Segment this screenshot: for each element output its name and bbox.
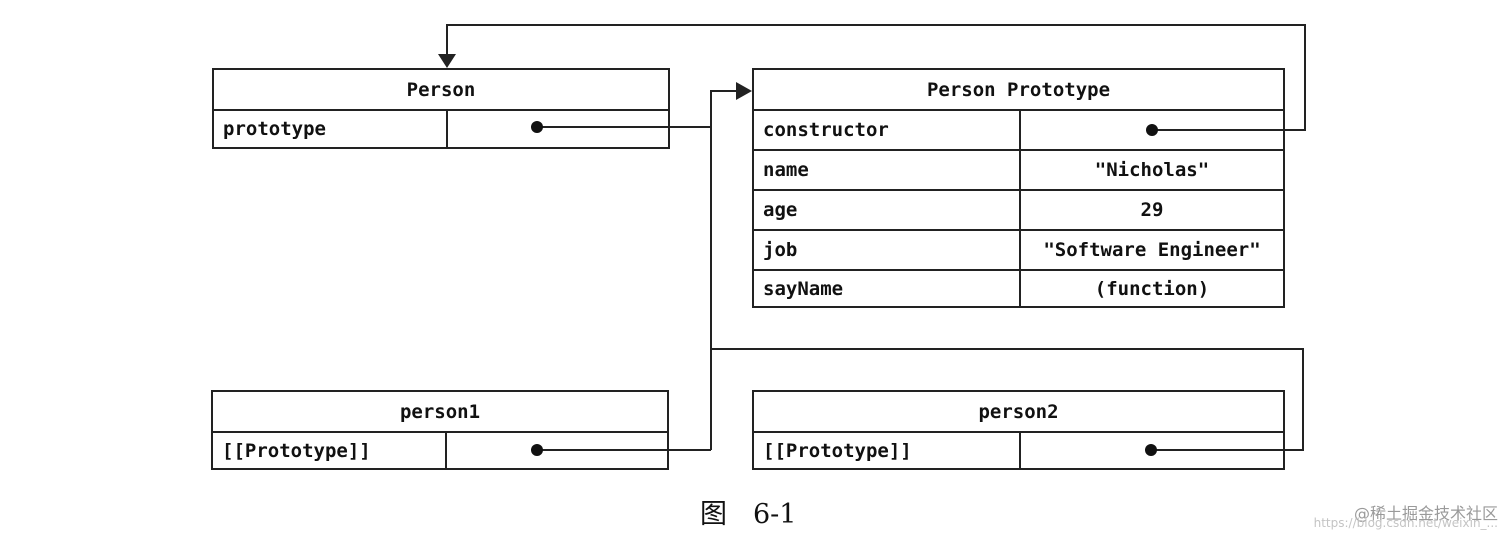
person2-prototype-key: [[Prototype]]	[763, 439, 912, 462]
person1-prototype-key: [[Prototype]]	[222, 439, 371, 462]
person2-prototype-row: [[Prototype]]	[754, 431, 1283, 468]
prototype-title-row: Person Prototype	[754, 70, 1283, 109]
person1-title: person1	[399, 400, 481, 423]
prototype-value-age: 29	[1019, 191, 1283, 229]
person-prototype-pointer-cell	[446, 111, 668, 147]
person2-pointer-cell	[1019, 433, 1283, 468]
prototype-value-name: "Nicholas"	[1019, 151, 1283, 189]
figure-caption-label: 图	[700, 499, 727, 530]
prototype-key-name: name	[763, 159, 809, 181]
person2-title-row: person2	[754, 392, 1283, 431]
prototype-value-sayname: (function)	[1019, 271, 1283, 306]
figure-caption: 图 6-1	[700, 492, 796, 531]
arrowhead-into-person-prototype	[736, 82, 752, 100]
prototype-key-age: age	[763, 199, 798, 221]
person-prototype-box: Person Prototype constructor name "Nicho…	[752, 68, 1285, 308]
watermark-url: https://blog.csdn.net/weixin_...	[1313, 516, 1498, 530]
watermark-text: @稀土掘金技术社区	[1353, 504, 1498, 523]
person-box: Person prototype	[212, 68, 670, 149]
person-title-row: Person	[214, 70, 668, 109]
person-title: Person	[406, 78, 476, 101]
prototype-row-age: age 29	[754, 189, 1283, 229]
person1-pointer-cell	[445, 433, 667, 468]
prototype-key-sayname: sayName	[763, 277, 844, 300]
arrowhead-into-person	[438, 54, 456, 68]
person2-box: person2 [[Prototype]]	[752, 390, 1285, 470]
person2-title: person2	[978, 400, 1059, 423]
prototype-row-constructor: constructor	[754, 109, 1283, 149]
prototype-value-constructor	[1019, 111, 1283, 149]
figure-caption-number: 6-1	[753, 499, 797, 530]
person-prototype-key: prototype	[223, 118, 326, 140]
prototype-title: Person Prototype	[926, 78, 1111, 101]
prototype-key-job: job	[763, 239, 798, 261]
person-prototype-row: prototype	[214, 109, 668, 147]
prototype-row-sayname: sayName (function)	[754, 269, 1283, 306]
prototype-key-constructor: constructor	[763, 119, 889, 141]
prototype-row-job: job "Software Engineer"	[754, 229, 1283, 269]
prototype-value-job: "Software Engineer"	[1019, 231, 1283, 269]
person1-title-row: person1	[213, 392, 667, 431]
prototype-row-name: name "Nicholas"	[754, 149, 1283, 189]
person1-prototype-row: [[Prototype]]	[213, 431, 667, 468]
person1-box: person1 [[Prototype]]	[211, 390, 669, 470]
